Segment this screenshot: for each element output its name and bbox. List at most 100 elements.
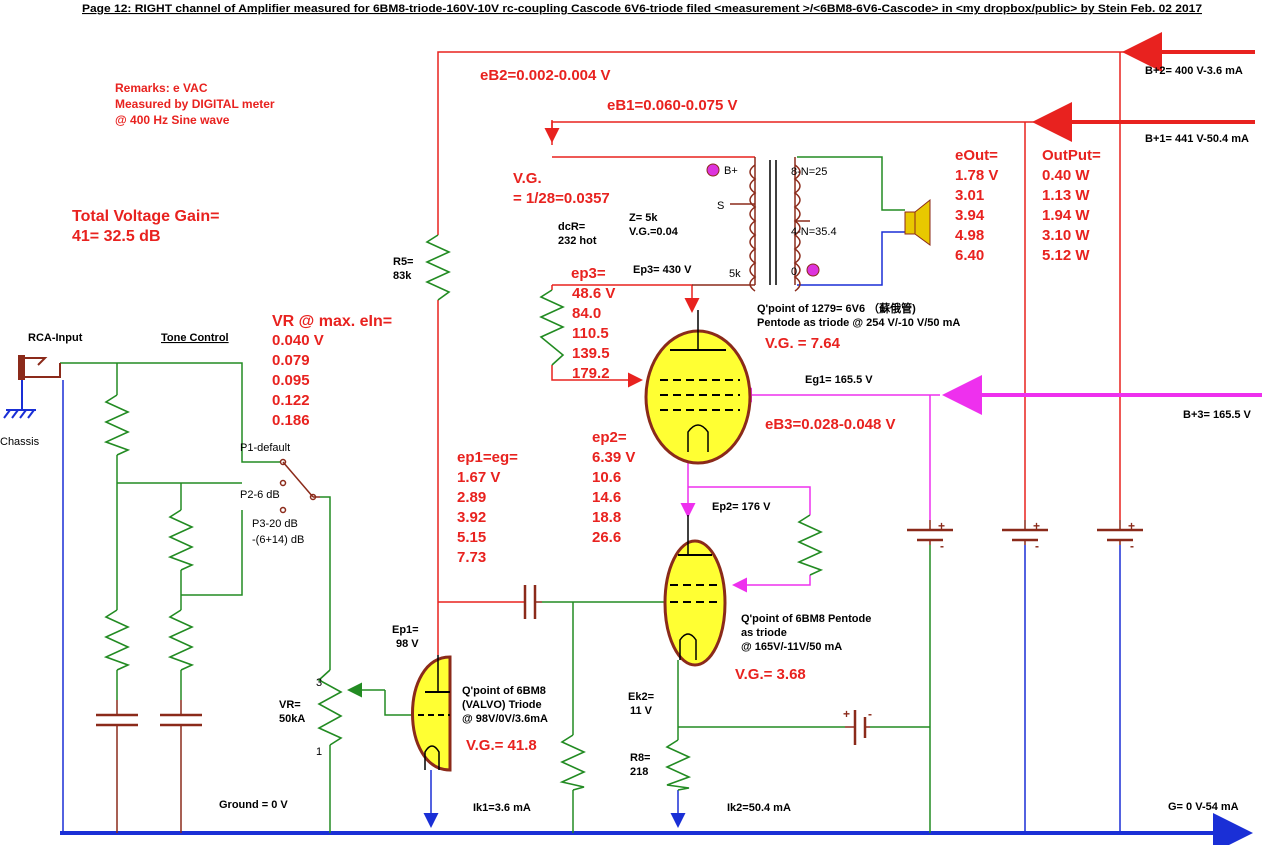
- chassis-ground-icon: [3, 380, 36, 419]
- dcr-label: dcR=: [558, 221, 585, 233]
- vr-max-value: 0.079: [272, 352, 310, 369]
- svg-text:+: +: [843, 707, 850, 721]
- svg-text:-: -: [940, 539, 944, 553]
- ep3-value: 139.5: [572, 345, 610, 362]
- ep3-resistor: [539, 289, 565, 366]
- r5-resistor: [425, 234, 451, 301]
- 6bm8t-qpoint-line3: @ 98V/0V/3.6mA: [462, 713, 548, 725]
- remarks-line-3: @ 400 Hz Sine wave: [115, 113, 230, 127]
- output-transformer: [749, 160, 801, 292]
- vr-max-value: 0.122: [272, 392, 310, 409]
- transformer-vg-value: = 1/28=0.0357: [513, 190, 610, 207]
- eout-readings: eOut= 1.78 V 3.01 3.94 4.98 6.40: [955, 147, 998, 264]
- 6bm8p-vg: V.G.= 3.68: [735, 666, 806, 683]
- tube-6bm8-triode: [411, 655, 452, 772]
- pot-pin-1: 1: [316, 746, 322, 758]
- vr-max-value: 0.040 V: [272, 332, 324, 349]
- 8-ohm-tap-label: 8-N=25: [791, 166, 827, 178]
- output-title: OutPut=: [1042, 147, 1101, 164]
- 6bm8t-qpoint-line2: (VALVO) Triode: [462, 699, 542, 711]
- vr-max-value: 0.095: [272, 372, 310, 389]
- remarks-line-1: Remarks: e VAC: [115, 81, 208, 95]
- coupling-capacitor: [523, 585, 542, 619]
- zero-tap-dot: [806, 263, 820, 277]
- ep1-value: 3.92: [457, 509, 486, 526]
- dcr-value: 232 hot: [558, 235, 597, 247]
- total-gain-value: 41= 32.5 dB: [72, 228, 161, 245]
- ep1-value: 2.89: [457, 489, 486, 506]
- ep1-dc-value: 98 V: [396, 638, 419, 650]
- tone-resistor-left-low: [103, 609, 131, 671]
- rca-input-jack: [18, 355, 61, 380]
- ik2-label: Ik2=50.4 mA: [727, 802, 791, 814]
- tone-control-label: Tone Control: [161, 332, 229, 344]
- polarity-marks: +- +- +- +-: [843, 519, 1135, 721]
- switch-p3-sub-label: -(6+14) dB: [252, 534, 304, 546]
- s-tap-label: S: [717, 200, 724, 212]
- screen-resistor: [796, 514, 824, 576]
- ep2-readings: ep2= 6.39 V 10.6 14.6 18.8 26.6: [592, 429, 635, 546]
- vr-max-value: 0.186: [272, 412, 310, 429]
- r8-resistor: [665, 739, 692, 791]
- ep1-value: 7.73: [457, 549, 486, 566]
- 6bm8p-qpoint-line2: as triode: [741, 627, 787, 639]
- battery-b2: [1097, 520, 1143, 545]
- b3-supply-label: B+3= 165.5 V: [1183, 409, 1252, 421]
- speaker-icon: [904, 198, 931, 246]
- output-value: 3.10 W: [1042, 227, 1090, 244]
- ep2-value: 26.6: [592, 529, 621, 546]
- ep1-readings: ep1=eg= 1.67 V 2.89 3.92 5.15 7.73: [457, 449, 518, 566]
- r5-label: R5=: [393, 256, 414, 268]
- total-gain-label: Total Voltage Gain=: [72, 208, 219, 225]
- transformer-vg-label: V.G.: [513, 170, 542, 187]
- 0-tap-label: 0: [791, 266, 797, 278]
- tube-6v6: [644, 310, 752, 465]
- b1-supply-label: B+1= 441 V-50.4 mA: [1145, 133, 1249, 145]
- svg-text:+: +: [1128, 519, 1135, 533]
- b-plus-tap-label: B+: [724, 165, 738, 177]
- blue-ground-wiring: [60, 380, 1253, 845]
- 4-ohm-tap-label: 4-N=35.4: [791, 226, 837, 238]
- remarks-block: Remarks: e VAC Measured by DIGITAL meter…: [115, 81, 275, 127]
- ep1-title: ep1=eg=: [457, 449, 518, 466]
- switch-p1-label: P1-default: [240, 442, 290, 454]
- 6bm8t-qpoint-line1: Q'point of 6BM8: [462, 685, 546, 697]
- tone-resistor-mid: [167, 509, 195, 571]
- pot-pin-3: 3: [316, 677, 322, 689]
- 5k-tap-label: 5k: [729, 268, 741, 280]
- output-value: 0.40 W: [1042, 167, 1090, 184]
- ep1-dc-label: Ep1=: [392, 624, 419, 636]
- impedance-label: Z= 5k: [629, 212, 658, 224]
- grid-resistor: [559, 734, 586, 791]
- eout-value: 3.01: [955, 187, 984, 204]
- switch-p2-label: P2-6 dB: [240, 489, 280, 501]
- eout-title: eOut=: [955, 147, 998, 164]
- svg-text:+: +: [938, 519, 945, 533]
- gain-selector-switch: [279, 458, 320, 514]
- ep3-value: 110.5: [572, 325, 609, 342]
- eout-value: 4.98: [955, 227, 984, 244]
- eb1-label: eB1=0.060-0.075 V: [607, 97, 738, 114]
- r8-label: R8=: [630, 752, 651, 764]
- eout-value: 3.94: [955, 207, 985, 224]
- output-power-readings: OutPut= 0.40 W 1.13 W 1.94 W 3.10 W 5.12…: [1042, 147, 1101, 264]
- remarks-line-2: Measured by DIGITAL meter: [115, 97, 275, 111]
- secondary-wiring: [797, 156, 905, 286]
- page-header: Page 12: RIGHT channel of Amplifier meas…: [82, 3, 1202, 15]
- ep2-value: 10.6: [592, 469, 621, 486]
- svg-text:-: -: [1130, 539, 1134, 553]
- tone-capacitor-left: [96, 700, 138, 727]
- battery-b1: [1002, 520, 1048, 545]
- 6v6-vg: V.G. = 7.64: [765, 335, 841, 352]
- ep1-value: 5.15: [457, 529, 486, 546]
- ep2-value: 18.8: [592, 509, 621, 526]
- ek2-value: 11 V: [630, 705, 653, 717]
- ep3-title: ep3=: [571, 265, 606, 282]
- green-signal-wiring: [60, 362, 930, 740]
- magenta-screen-wiring: [680, 375, 1262, 593]
- ep2-value: 14.6: [592, 489, 621, 506]
- tone-capacitor-right: [160, 700, 202, 727]
- ep1-value: 1.67 V: [457, 469, 500, 486]
- bias-battery: [845, 710, 870, 745]
- chassis-label: Chassis: [0, 436, 40, 448]
